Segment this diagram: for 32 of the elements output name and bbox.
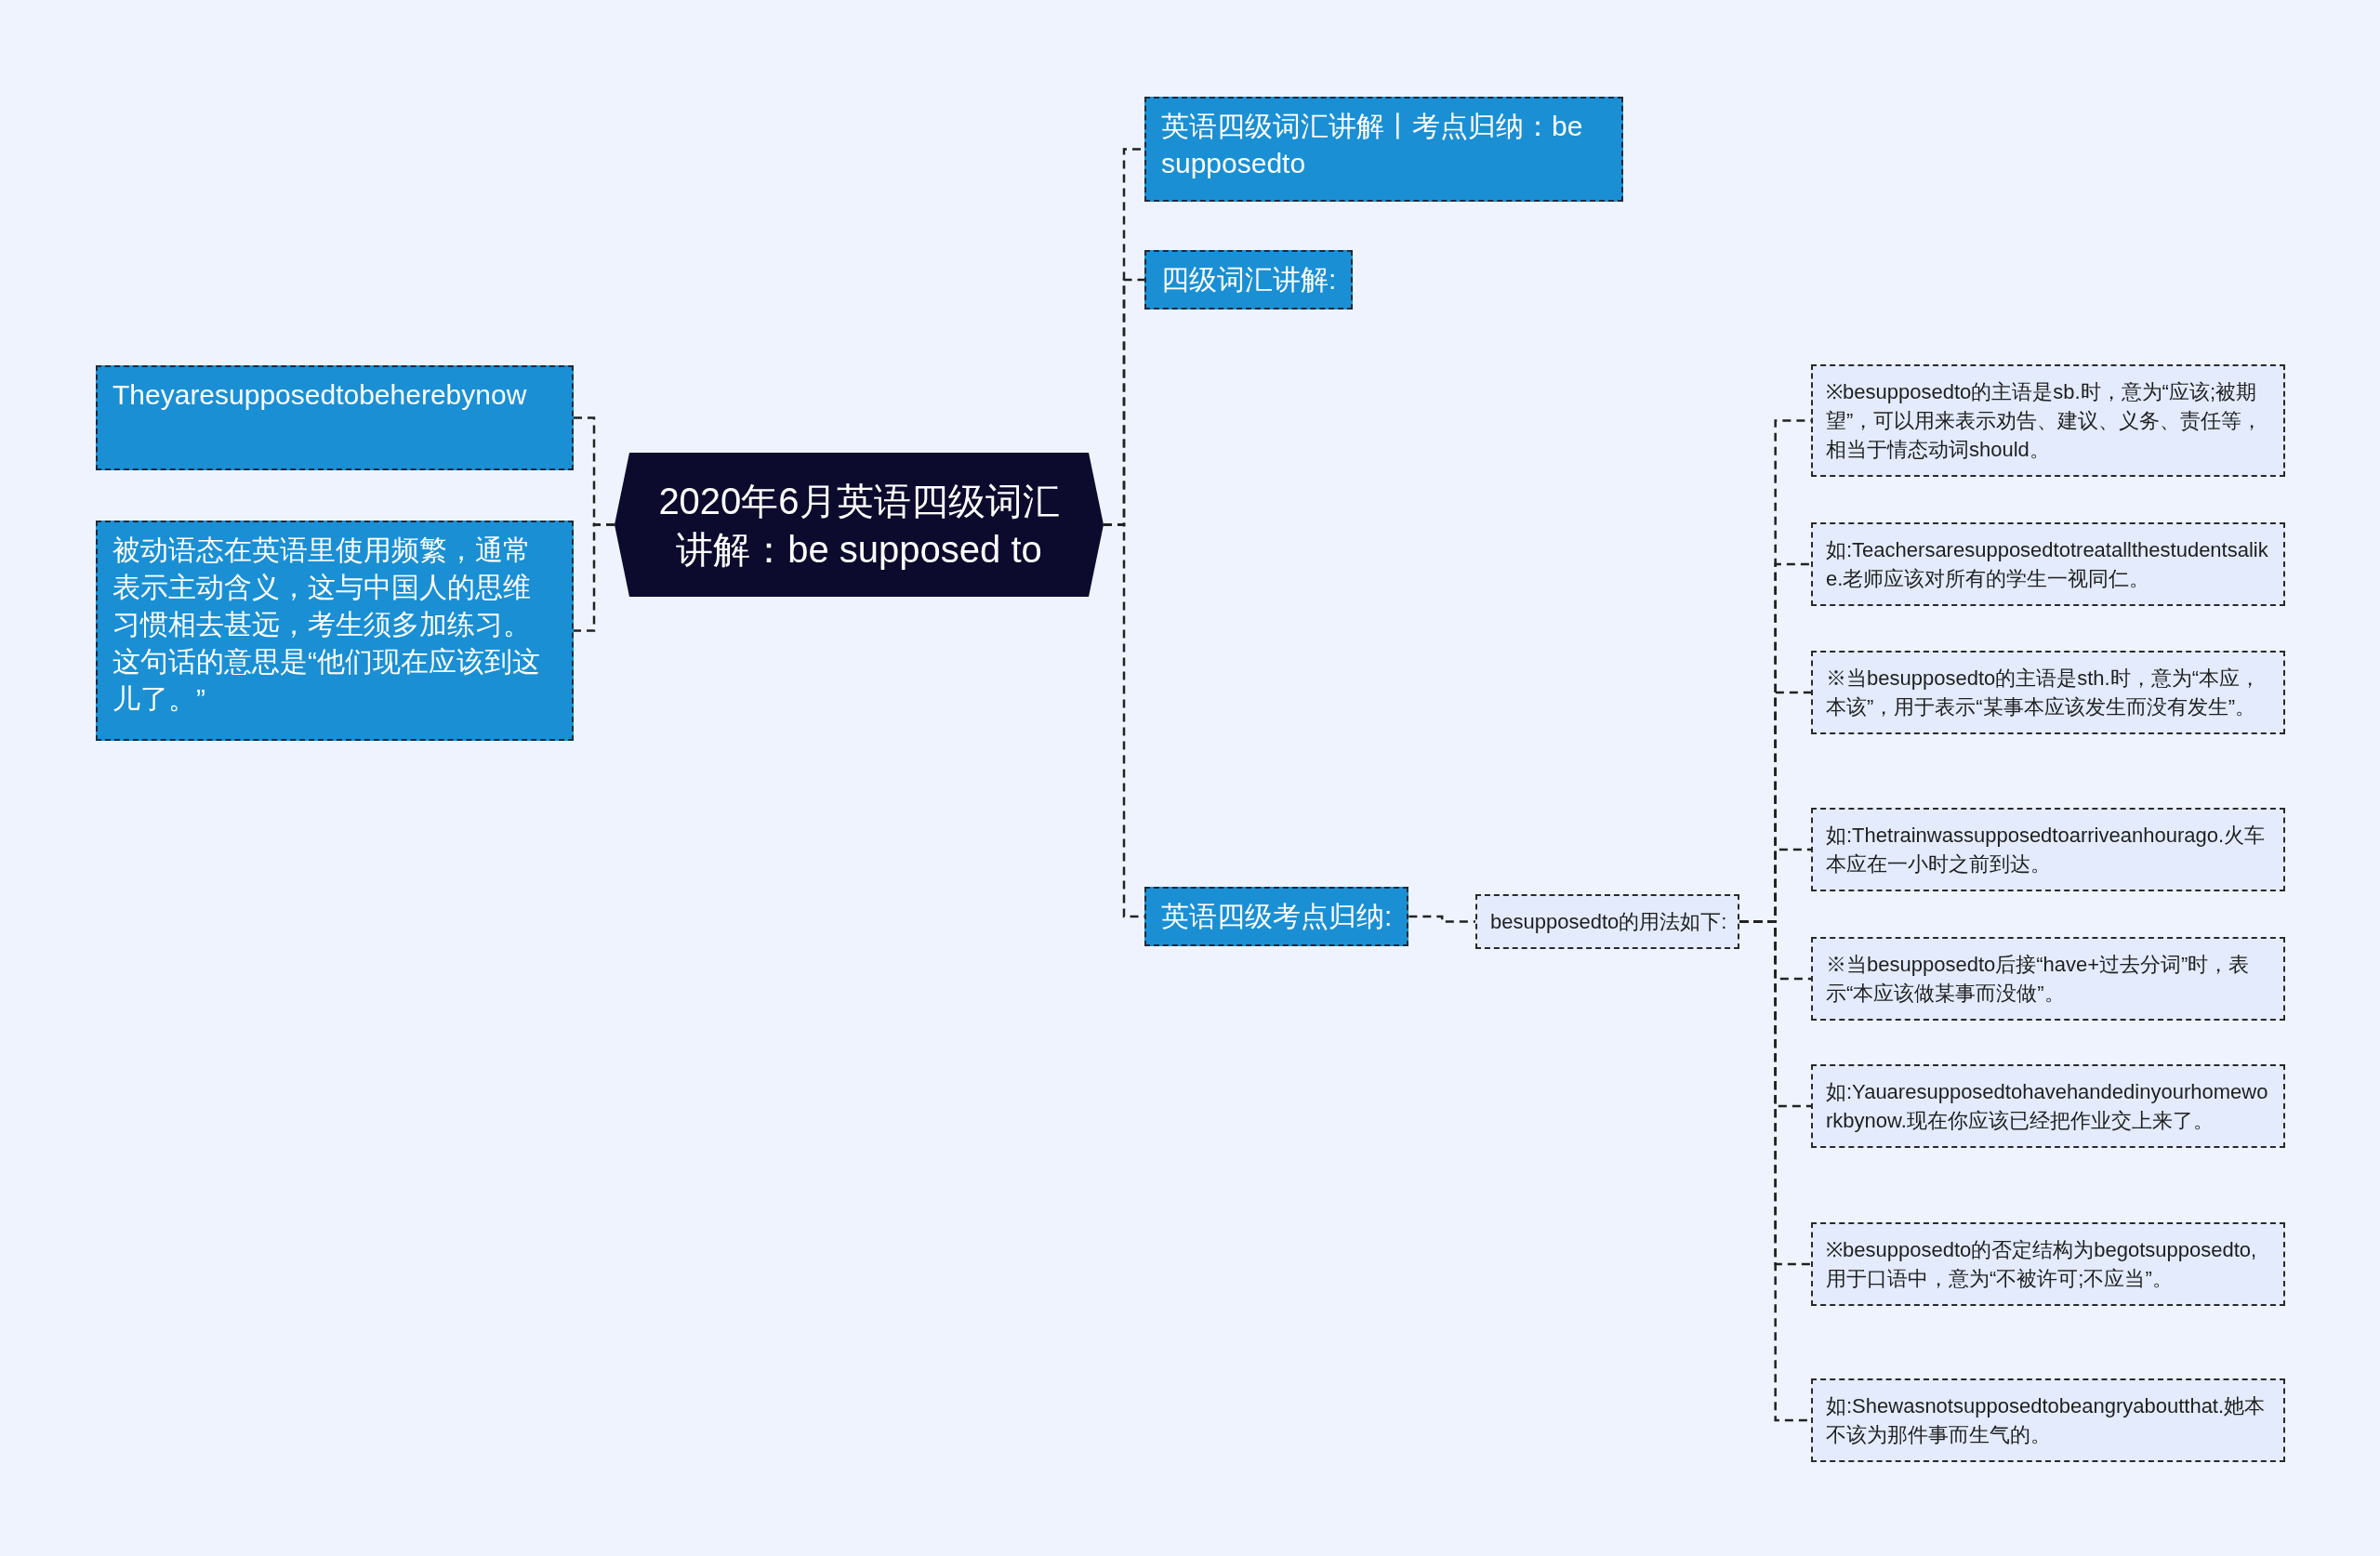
- note-box: [1811, 1222, 2285, 1306]
- node-text: ※当besupposedto的主语是sth.时，意为“本应，本该”，用于表示“某事本应该发生而没有发生”。: [1826, 666, 2262, 720]
- node-text: ※当besupposedto后接“have+过去分词”时，表示“本应该做某事而没做”。: [1826, 952, 2251, 1007]
- node-text: 四级词汇讲解:: [1161, 263, 1337, 297]
- node-text: 如:Thetrainwassupposedtoarriveanhourago.火车本应在一小时之前到达。: [1826, 823, 2267, 877]
- central-topic: [615, 453, 1104, 597]
- node-text: 2020年6月英语四级词汇讲解：be supposed to: [657, 479, 1061, 572]
- topic-box: [1144, 887, 1409, 946]
- node-text: 英语四级考点归纳:: [1161, 900, 1393, 933]
- note-box: [1475, 894, 1740, 949]
- note-box: [1811, 937, 2285, 1021]
- note-box: [1811, 364, 2285, 477]
- node-text: ※besupposedto的否定结构为begotsupposedto,用于口语中，意为“不被许可;不应当”。: [1826, 1237, 2258, 1292]
- connector-line: [1408, 915, 1475, 923]
- topic-box: [96, 365, 574, 470]
- node-text: 如:Teachersaresupposedtotreatallthestudentsalike.老师应该对所有的学生一视同仁。: [1826, 537, 2269, 592]
- node-text: ※besupposedto的主语是sb.时，意为“应该;被期望”，可以用来表示劝告、建议、义务、责任等，相当于情态动词should。: [1826, 379, 2264, 463]
- topic-box: [1144, 250, 1354, 310]
- topic-box: [96, 521, 574, 741]
- note-box: [1811, 1064, 2285, 1148]
- note-box: [1811, 1378, 2285, 1462]
- note-box: [1811, 651, 2285, 734]
- node-text: 英语四级词汇讲解丨考点归纳：be supposedto: [1161, 110, 1584, 180]
- note-box: [1811, 522, 2285, 606]
- node-text: 如:Shewasnotsupposedtobeangryaboutthat.她本不该为那件事而生气的。: [1826, 1393, 2267, 1448]
- node-text: 被动语态在英语里使用频繁，通常表示主动含义，这与中国人的思维习惯相去甚远，考生须多加练习。这句话的意思是“他们现在应该到这儿了。”: [112, 534, 541, 716]
- node-text: 如:Yauaresupposedtohavehandedinyourhomeworkbynow.现在你应该已经把作业交上来了。: [1826, 1079, 2269, 1134]
- node-text: besupposedto的用法如下:: [1490, 909, 1727, 935]
- connector-line: [574, 523, 615, 632]
- topic-box: [1144, 97, 1623, 202]
- node-text: Theyaresupposedtobeherebynow: [112, 378, 528, 412]
- note-box: [1811, 808, 2285, 891]
